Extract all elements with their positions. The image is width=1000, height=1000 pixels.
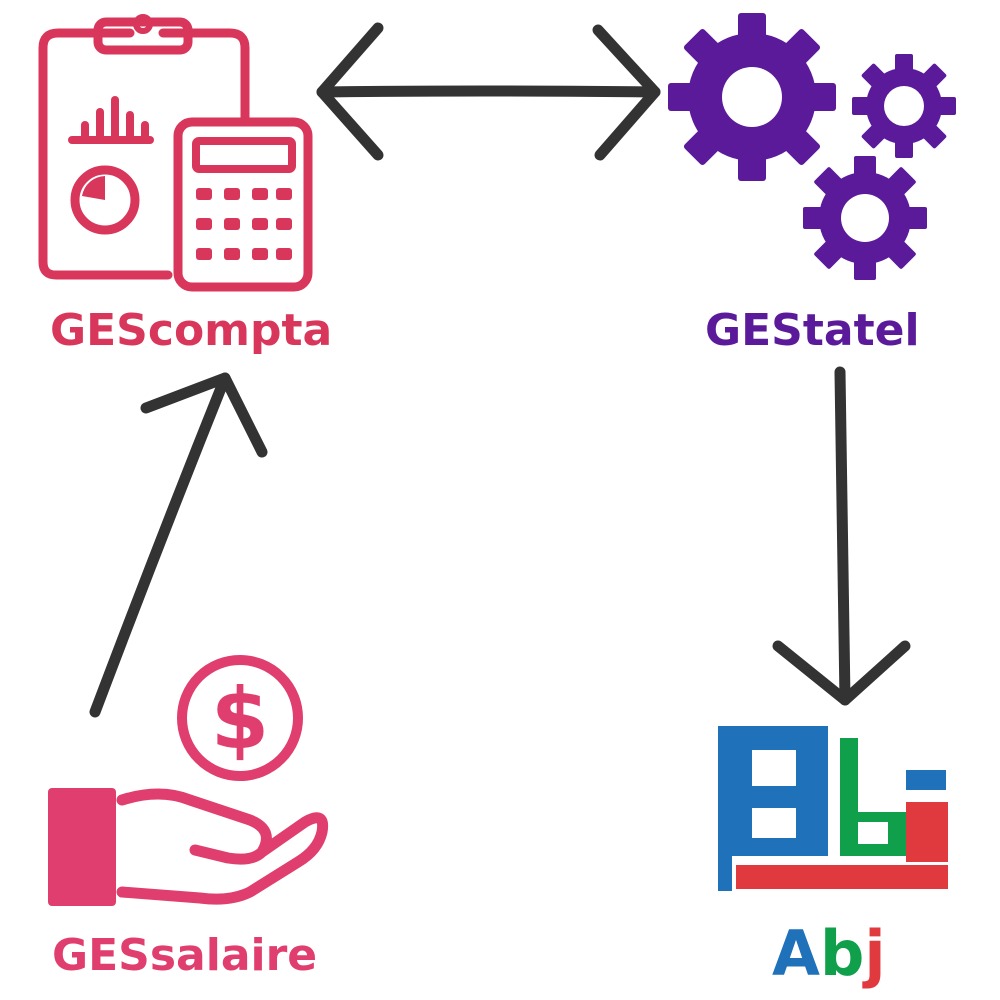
- hand-coin-icon: $: [48, 655, 329, 906]
- arrowhead-down: [772, 640, 911, 706]
- abj-label-b: b: [820, 917, 864, 990]
- arrow-gescompta-gestatel: [316, 85, 661, 98]
- clipboard-calculator-icon: [38, 14, 313, 292]
- calculator-keys: [196, 188, 292, 260]
- gessalaire-label: GESsalaire: [52, 930, 317, 981]
- arrow-gestatel-abj: [834, 366, 851, 706]
- arrowhead-right: [592, 24, 661, 161]
- arrowhead-up: [140, 372, 268, 458]
- gestatel-label: GEStatel: [705, 305, 920, 356]
- abj-label-j: j: [861, 917, 885, 990]
- arrowhead-left: [316, 22, 384, 161]
- abj-label-a: A: [772, 917, 820, 990]
- arrows: [89, 22, 911, 718]
- dollar-sign: $: [211, 670, 269, 768]
- gears-icon: [668, 13, 956, 280]
- abj-label: Abj: [772, 917, 886, 990]
- arrow-gessalaire-gescompta: [89, 372, 231, 718]
- gescompta-label: GEScompta: [50, 305, 332, 356]
- abj-logo-icon: [718, 726, 948, 891]
